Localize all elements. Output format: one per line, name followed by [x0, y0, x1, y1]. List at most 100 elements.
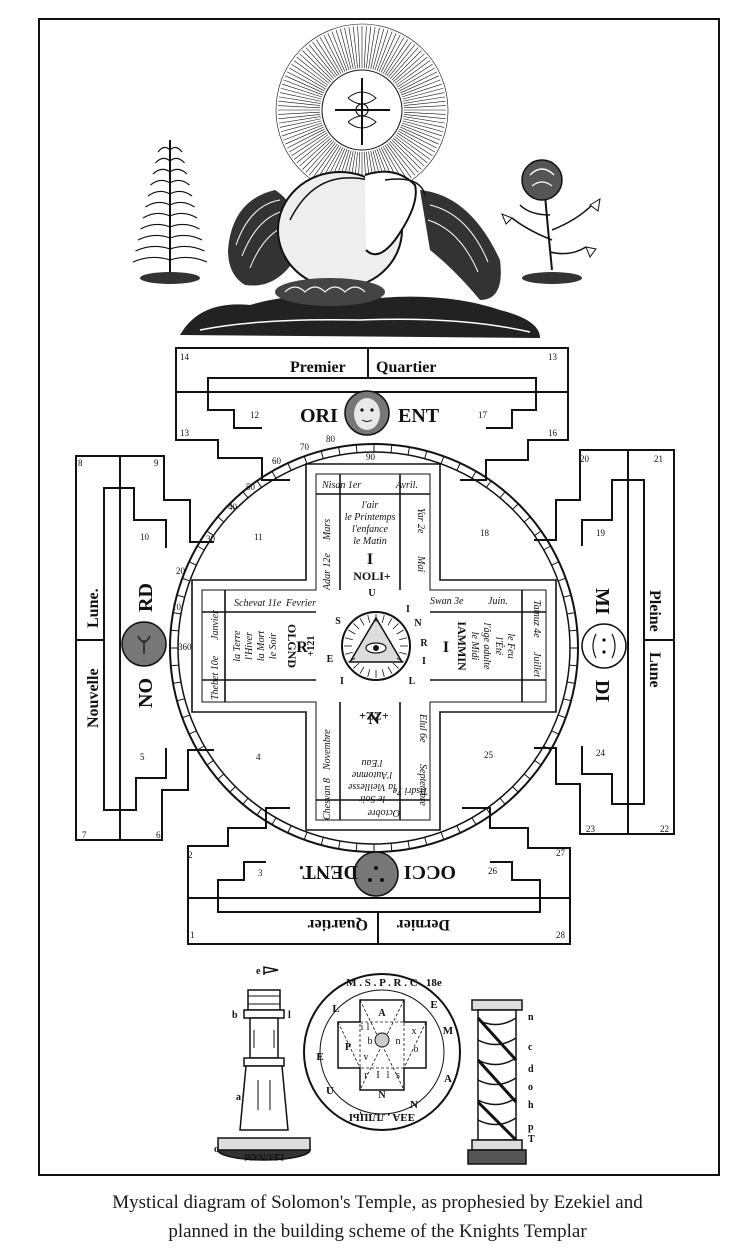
tower-letter-o: o	[214, 1144, 219, 1155]
label-dernier: Dernier	[397, 916, 450, 933]
bottom-text-4: le Soir	[359, 793, 385, 804]
num-23: 23	[586, 824, 596, 834]
caption-line-2: planned in the building scheme of the Kn…	[168, 1221, 587, 1242]
u-text: U	[368, 588, 375, 599]
cell-N: N	[378, 1090, 386, 1101]
deg-50: 50	[246, 482, 256, 492]
label-premier: Premier	[290, 359, 346, 376]
num-26: 26	[488, 866, 498, 876]
twisted-column-icon	[467, 999, 527, 1165]
label-occident-a: OCCI	[404, 861, 456, 883]
label-lune-right: Lune	[646, 652, 663, 688]
num-9: 9	[154, 458, 159, 468]
num-20: 20	[580, 454, 590, 464]
cell-v: v	[364, 1052, 369, 1063]
ring-letter-8: S	[335, 616, 341, 627]
cell-s: s	[396, 1070, 400, 1081]
num-14: 14	[180, 352, 190, 362]
num-16: 16	[548, 428, 558, 438]
ring-letter-2: N	[414, 618, 422, 629]
deg-70: 70	[300, 442, 310, 452]
cell-r: r	[364, 1070, 368, 1081]
month-schevat: Schevat 11e	[234, 598, 282, 609]
acacia-tree-icon	[132, 140, 208, 284]
ring-letter-7: E	[327, 654, 334, 665]
month-swan: Swan 3e	[430, 596, 464, 607]
num-19: 19	[596, 528, 606, 538]
label-nord-a: NO	[135, 678, 157, 708]
month-thebet: Thebet 10e	[210, 655, 221, 700]
med-left-1: L	[332, 1003, 339, 1015]
bottom-text-2: l'Automne	[351, 769, 392, 780]
eq-text: +121	[306, 636, 317, 657]
radiant-sun-icon	[275, 23, 449, 197]
month-janvier: Janvier	[210, 610, 221, 640]
num-18: 18	[480, 528, 490, 538]
num-2: 2	[188, 850, 193, 860]
column-letter-o: o	[528, 1082, 533, 1093]
inri-left: R	[296, 639, 308, 656]
cell-l: l	[367, 1022, 370, 1033]
month-tisdri: Tisdri 7e	[392, 785, 428, 796]
num-8: 8	[78, 458, 83, 468]
inri-bottom: N	[368, 711, 380, 728]
medallion-bottom: ƎƎA . ЛЛЦЫ	[349, 1111, 415, 1123]
label-pleine: Pleine	[646, 590, 663, 632]
num-21: 21	[654, 454, 663, 464]
label-nord-b: RD	[135, 583, 157, 612]
column-letter-T: T	[528, 1134, 535, 1145]
left-text-1: la Terre	[232, 630, 243, 662]
medallion-top: M . S . P . R . C . 18e	[346, 977, 442, 989]
month-fevrier: Fevrier	[285, 598, 316, 609]
cell-x: x	[412, 1026, 417, 1037]
month-juin: Juin.	[488, 596, 508, 607]
inri-top: I	[367, 551, 373, 568]
inri-right: I	[443, 639, 449, 656]
deg-80: 80	[326, 434, 336, 444]
num-28: 28	[556, 930, 566, 940]
deg-20: 20	[176, 566, 186, 576]
month-mai: Mai	[415, 555, 426, 572]
cell-P: P	[345, 1042, 351, 1053]
caption-line-1: Mystical diagram of Solomon's Temple, as…	[112, 1192, 643, 1213]
ring-letter-5: L	[409, 676, 416, 687]
num-1: 1	[190, 930, 195, 940]
pelican-icon	[180, 170, 540, 338]
orient-face-icon	[344, 390, 390, 436]
label-quartier-bottom: Quartier	[308, 916, 368, 933]
cell-I: I	[376, 1070, 379, 1081]
top-text-4: le Matin	[353, 536, 387, 547]
inner-cross	[191, 463, 557, 831]
label-lune-left: Lune.	[85, 588, 102, 628]
num-17: 17	[478, 410, 488, 420]
med-left-2: E	[316, 1051, 323, 1063]
month-avril: Avril.	[395, 480, 418, 491]
ring-letter-3: R	[420, 638, 428, 649]
month-tamuz: Tamuz 4e	[531, 600, 542, 638]
ring-letter-1: I	[406, 604, 410, 615]
column-letter-h: h	[528, 1100, 534, 1111]
medallion	[303, 973, 461, 1131]
tower-icon	[217, 966, 311, 1161]
num-7: 7	[82, 830, 87, 840]
label-midi-a: MI	[591, 588, 613, 615]
num-24: 24	[596, 748, 606, 758]
num-10: 10	[140, 532, 150, 542]
med-left-3: U	[326, 1085, 334, 1097]
left-text-4: le Soir	[268, 633, 279, 659]
month-chesvan: Chesvan 8	[322, 778, 333, 820]
cell-A: A	[378, 1008, 386, 1019]
ztk-text: +ZZ+	[359, 709, 389, 723]
label-nouvelle: Nouvelle	[85, 668, 102, 728]
nord-moon-icon	[121, 621, 167, 667]
num-22: 22	[660, 824, 669, 834]
occident-moon-icon	[353, 851, 399, 897]
deg-10: 10	[172, 602, 182, 612]
all-seeing-eye-icon	[341, 611, 411, 681]
rose-icon	[501, 159, 601, 284]
num-3: 3	[258, 868, 263, 878]
deg-60: 60	[272, 456, 282, 466]
ring-letter-6: I	[340, 676, 344, 687]
label-quartier-top: Quartier	[376, 359, 436, 376]
month-yar: Yar 2e	[415, 508, 426, 534]
